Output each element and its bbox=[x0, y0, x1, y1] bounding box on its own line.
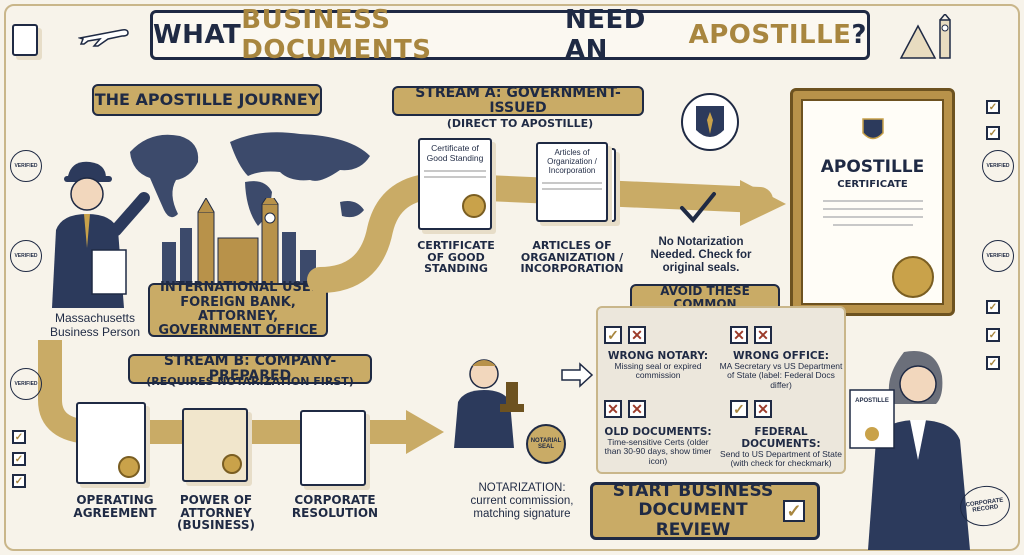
certificate-seal-icon bbox=[892, 256, 934, 298]
page-border bbox=[4, 4, 1020, 551]
gold-seal-icon bbox=[222, 454, 242, 474]
stream-a-sublabel: (DIRECT TO APOSTILLE) bbox=[446, 117, 594, 130]
checkbox-icon: ✓ bbox=[12, 452, 26, 466]
power-of-attorney-doc bbox=[182, 408, 248, 482]
pitfall-1-checkboxes: ✓ ✕ bbox=[604, 326, 646, 344]
right-checkbox-column: ✓ ✓ bbox=[986, 100, 1000, 140]
pitfall-2-checkboxes: ✕ ✕ bbox=[730, 326, 772, 344]
pitfall-item: OLD DOCUMENTS: Time-sensitive Certs (old… bbox=[604, 426, 712, 466]
certificate-crest-icon bbox=[862, 118, 884, 140]
left-checkbox-column: ✓ ✓ ✓ bbox=[12, 430, 26, 488]
stream-b-sublabel: (REQUIRES NOTARIZATION FIRST) bbox=[146, 375, 354, 388]
checkbox-icon: ✓ bbox=[986, 300, 1000, 314]
stream-b-doc3-caption: CORPORATE RESOLUTION bbox=[291, 493, 379, 520]
stream-a-note: No Notarization Needed. Check for origin… bbox=[650, 236, 752, 275]
notary-illustration bbox=[454, 359, 524, 448]
stream-a-label: STREAM A: GOVERNMENT-ISSUED bbox=[392, 85, 644, 116]
checkbox: ✕ bbox=[730, 326, 748, 344]
checkbox: ✕ bbox=[604, 400, 622, 418]
checkbox-icon: ✓ bbox=[12, 430, 26, 444]
stream-a-doc2-caption: ARTICLES OF ORGANIZATION / INCORPORATION bbox=[520, 239, 624, 276]
pitfall-3-checkboxes: ✕ ✕ bbox=[604, 400, 646, 418]
certificate-subtitle: CERTIFICATE bbox=[837, 179, 908, 190]
business-woman-illustration bbox=[849, 351, 970, 550]
airplane-icon bbox=[78, 29, 129, 47]
doc-decoration bbox=[12, 24, 38, 56]
checkbox: ✓ bbox=[730, 400, 748, 418]
checkbox-icon: ✓ bbox=[986, 126, 1000, 140]
checkbox-icon: ✓ bbox=[783, 500, 805, 522]
stream-b-doc2-caption: POWER OF ATTORNEY (BUSINESS) bbox=[177, 493, 255, 533]
business-person-illustration bbox=[52, 161, 150, 308]
corporate-resolution-doc bbox=[300, 410, 366, 486]
gold-seal-icon bbox=[118, 456, 140, 478]
notarial-seal-icon: NOTARIAL SEAL bbox=[526, 424, 566, 464]
verified-stamp: VERIFIED bbox=[982, 240, 1014, 272]
certificate-title: APOSTILLE bbox=[820, 157, 925, 177]
stream-b-doc1-caption: OPERATING AGREEMENT bbox=[73, 493, 157, 520]
start-review-button[interactable]: START BUSINESS DOCUMENT REVIEW ✓ bbox=[590, 480, 820, 540]
journey-label: THE APOSTILLE JOURNEY bbox=[92, 84, 322, 116]
notarization-caption: NOTARIZATION: current commission, matchi… bbox=[470, 482, 574, 521]
gold-seal-icon bbox=[462, 194, 486, 218]
checkbox: ✕ bbox=[628, 326, 646, 344]
stream-b-label: STREAM B: COMPANY-PREPARED bbox=[128, 353, 372, 384]
checkbox-icon: ✓ bbox=[986, 328, 1000, 342]
massachusetts-seal-icon bbox=[681, 93, 739, 151]
checkbox-icon: ✓ bbox=[986, 356, 1000, 370]
landmarks-icon bbox=[899, 14, 951, 59]
checkmark-icon bbox=[680, 192, 716, 224]
certificate-good-standing-doc: Certificate of Good Standing bbox=[418, 138, 492, 230]
stream-a-doc1-caption: CERTIFICATE OF GOOD STANDING bbox=[417, 239, 495, 276]
verified-stamp: VERIFIED bbox=[10, 368, 42, 400]
checkbox: ✕ bbox=[628, 400, 646, 418]
checkbox-icon: ✓ bbox=[12, 474, 26, 488]
checkbox: ✕ bbox=[754, 400, 772, 418]
person-caption: Massachusetts Business Person bbox=[49, 311, 141, 339]
checkbox: ✕ bbox=[754, 326, 772, 344]
verified-stamp: VERIFIED bbox=[10, 150, 42, 182]
pitfall-item: WRONG NOTARY: Missing seal or expired co… bbox=[607, 350, 709, 381]
international-use-label: INTERNATIONAL USE: FOREIGN BANK, ATTORNE… bbox=[148, 281, 328, 338]
verified-stamp: VERIFIED bbox=[10, 240, 42, 272]
start-review-label: START BUSINESS DOCUMENT REVIEW bbox=[612, 480, 774, 540]
verified-stamp: VERIFIED bbox=[982, 150, 1014, 182]
city-skyline bbox=[162, 198, 316, 284]
page-title: WHAT BUSINESS DOCUMENTS NEED AN APOSTILL… bbox=[150, 5, 870, 65]
articles-doc: Articles of Organization / Incorporation bbox=[536, 142, 608, 222]
pitfall-item: FEDERAL DOCUMENTS: Send to US Department… bbox=[720, 426, 842, 469]
right-checkbox-column: ✓ ✓ ✓ bbox=[986, 300, 1000, 370]
operating-agreement-doc bbox=[76, 402, 146, 484]
checkbox: ✓ bbox=[604, 326, 622, 344]
apostille-badge-label: APOSTILLE bbox=[855, 398, 889, 404]
checkbox-icon: ✓ bbox=[986, 100, 1000, 114]
arrow-icon bbox=[561, 362, 594, 388]
pitfall-4-checkboxes: ✓ ✕ bbox=[730, 400, 772, 418]
pitfall-item: WRONG OFFICE: MA Secretary vs US Departm… bbox=[719, 350, 843, 390]
world-map bbox=[130, 132, 370, 226]
